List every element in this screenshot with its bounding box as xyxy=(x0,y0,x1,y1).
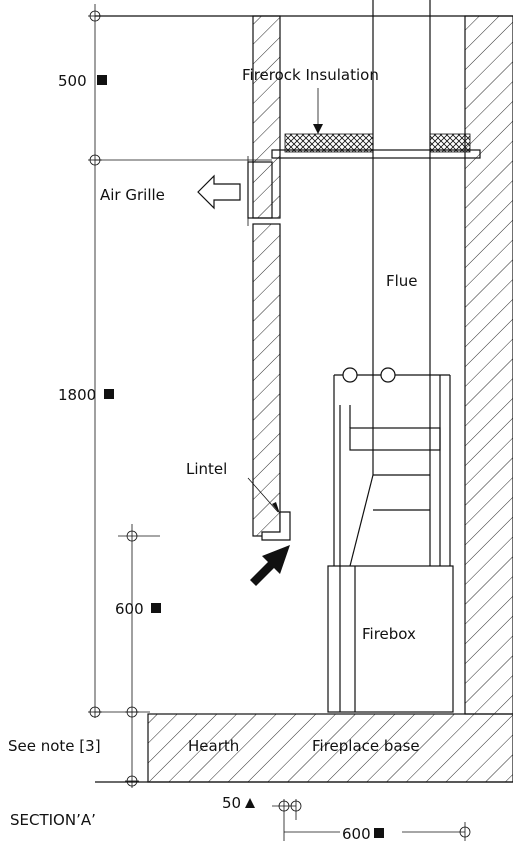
air-out-arrow-icon xyxy=(197,174,241,210)
dim-600-bottom: 600 xyxy=(342,825,371,841)
label-firebox: Firebox xyxy=(362,625,416,643)
label-hearth: Hearth xyxy=(188,737,239,755)
lintel-arrow-icon xyxy=(272,502,280,514)
dim-1800-square-icon xyxy=(104,389,114,399)
label-firerock-insulation: Firerock Insulation xyxy=(242,66,379,84)
firerock-insulation-block xyxy=(284,133,374,153)
insulation-shelf xyxy=(271,149,481,159)
firebox-box xyxy=(327,565,454,713)
label-see-note: See note [3] xyxy=(8,737,101,755)
label-lintel: Lintel xyxy=(186,460,227,478)
label-air-grille: Air Grille xyxy=(100,186,165,204)
right-wall xyxy=(464,15,513,715)
left-wall-lower xyxy=(252,223,281,537)
dim-500: 500 xyxy=(58,72,87,90)
left-wall-upper xyxy=(252,15,281,219)
label-flue: Flue xyxy=(386,272,418,290)
dim-1800: 1800 xyxy=(58,386,96,404)
dim-600-left: 600 xyxy=(115,600,144,618)
dim-500-square-icon xyxy=(97,75,107,85)
firerock-insulation-block-2 xyxy=(429,133,471,153)
bottom-dimension xyxy=(272,799,471,841)
air-in-arrow-icon xyxy=(250,545,290,586)
dim-50: 50 xyxy=(222,794,241,812)
dim-600-bottom-square-icon xyxy=(374,828,384,838)
fireplace-frame xyxy=(333,367,451,567)
dim-600-left-square-icon xyxy=(151,603,161,613)
dim-50-triangle-icon xyxy=(245,798,255,808)
label-fireplace-base: Fireplace base xyxy=(312,737,420,755)
insulation-arrow-icon xyxy=(313,124,323,134)
lintel-leader xyxy=(247,477,279,513)
lintel-shape xyxy=(261,511,291,541)
label-section: SECTION’A’ xyxy=(10,811,96,829)
